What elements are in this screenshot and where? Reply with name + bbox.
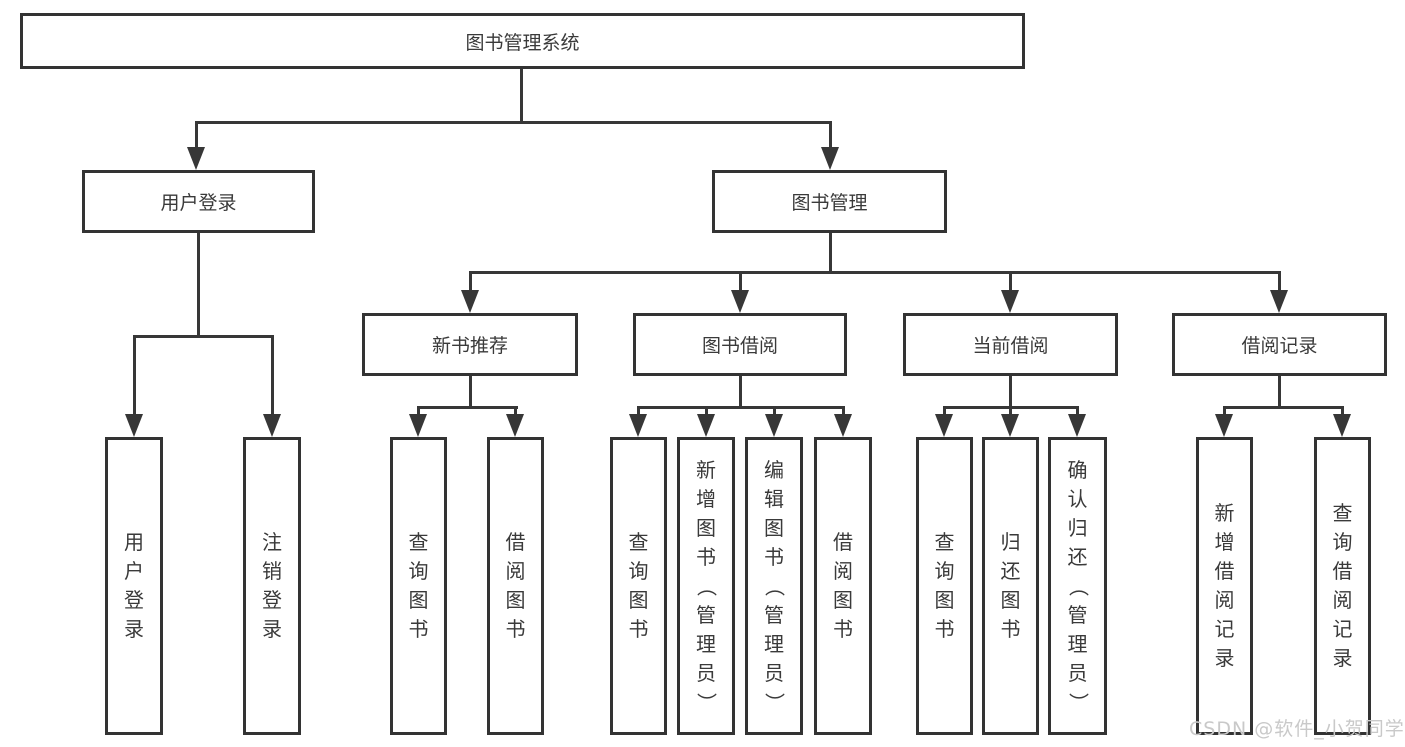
arrowhead-icon — [506, 414, 524, 437]
arrowhead-icon — [1333, 414, 1351, 437]
node-label: 图书管理 — [791, 192, 868, 214]
node-label: 图书借阅 — [701, 335, 778, 357]
connector-line — [469, 271, 472, 292]
node-label: 确认归还（管理员） — [1066, 457, 1090, 713]
arrowhead-icon — [409, 414, 427, 437]
node-leaf-query-books-2: 查询图书 — [610, 437, 667, 735]
connector-user-login-split — [133, 335, 274, 338]
connector-current-borrow-trunk — [1009, 376, 1012, 406]
arrowhead-icon — [1068, 414, 1086, 437]
node-label: 用户登录 — [124, 530, 144, 641]
connector-line — [829, 121, 832, 149]
connector-line — [637, 406, 640, 416]
connector-new-book-split — [417, 406, 518, 409]
node-leaf-borrow-books-1: 借阅图书 — [487, 437, 544, 735]
connector-borrow-records-split — [1223, 406, 1344, 409]
node-label: 新增图书（管理员） — [694, 457, 719, 713]
arrowhead-icon — [263, 414, 281, 437]
node-leaf-query-books-1: 查询图书 — [390, 437, 447, 735]
arrowhead-icon — [935, 414, 953, 437]
node-label: 图书管理系统 — [465, 31, 580, 54]
csdn-watermark: CSDN @软件_小贺同学 — [1189, 718, 1405, 740]
connector-book-borrow-trunk — [739, 376, 742, 406]
connector-line — [1009, 406, 1012, 416]
node-label: 查询图书 — [628, 530, 649, 641]
arrowhead-icon — [1215, 414, 1233, 437]
connector-line — [739, 271, 742, 292]
node-label: 借阅图书 — [833, 530, 853, 641]
node-leaf-query-borrow-record: 查询借阅记录 — [1314, 437, 1371, 735]
node-book-borrowing: 图书借阅 — [633, 313, 847, 376]
arrowhead-icon — [461, 290, 479, 313]
node-leaf-logout: 注销登录 — [243, 437, 301, 735]
arrowhead-icon — [731, 290, 749, 313]
node-label: 当前借阅 — [972, 335, 1049, 357]
arrowhead-icon — [125, 414, 143, 437]
arrowhead-icon — [697, 414, 715, 437]
connector-line — [1223, 406, 1226, 416]
connector-line — [133, 335, 136, 414]
node-label: 注销登录 — [262, 530, 282, 641]
node-label: 归还图书 — [1000, 530, 1021, 641]
node-leaf-return-books: 归还图书 — [982, 437, 1039, 735]
node-user-login: 用户登录 — [82, 170, 315, 233]
node-leaf-add-borrow-record: 新增借阅记录 — [1196, 437, 1253, 735]
connector-root-trunk — [520, 69, 523, 122]
arrowhead-icon — [1270, 290, 1288, 313]
connector-borrow-records-trunk — [1278, 376, 1281, 406]
connector-line — [1009, 271, 1012, 292]
connector-root-split — [195, 121, 832, 124]
connector-line — [271, 335, 274, 414]
connector-line — [773, 406, 776, 416]
arrowhead-icon — [821, 147, 839, 170]
node-borrowing-records: 借阅记录 — [1172, 313, 1387, 376]
connector-book-management-split — [469, 271, 1281, 274]
node-label: 用户登录 — [160, 192, 237, 214]
node-label: 新增借阅记录 — [1214, 501, 1235, 670]
node-label: 借阅记录 — [1241, 335, 1318, 357]
connector-line — [1341, 406, 1344, 416]
node-book-management: 图书管理 — [712, 170, 947, 233]
node-leaf-confirm-return-admin: 确认归还（管理员） — [1048, 437, 1107, 735]
node-label: 查询借阅记录 — [1332, 501, 1353, 670]
arrowhead-icon — [765, 414, 783, 437]
node-label: 新书推荐 — [431, 335, 508, 357]
connector-line — [195, 121, 198, 149]
node-label: 编辑图书（管理员） — [762, 457, 787, 713]
connector-line — [943, 406, 946, 416]
node-label: 查询图书 — [408, 530, 429, 641]
connector-new-book-trunk — [469, 376, 472, 406]
connector-book-borrow-split — [637, 406, 845, 409]
connector-line — [1278, 271, 1281, 292]
node-leaf-query-books-3: 查询图书 — [916, 437, 973, 735]
connector-line — [705, 406, 708, 416]
node-label: 查询图书 — [934, 530, 955, 641]
connector-line — [842, 406, 845, 416]
arrowhead-icon — [1001, 290, 1019, 313]
node-library-management-system: 图书管理系统 — [20, 13, 1025, 69]
arrowhead-icon — [187, 147, 205, 170]
connector-line — [417, 406, 420, 416]
arrowhead-icon — [1001, 414, 1019, 437]
connector-book-management-trunk — [829, 233, 832, 271]
connector-user-login-trunk — [197, 233, 200, 335]
node-label: 借阅图书 — [505, 530, 526, 641]
connector-line — [1076, 406, 1079, 416]
node-new-book-recommend: 新书推荐 — [362, 313, 578, 376]
node-leaf-user-login: 用户登录 — [105, 437, 163, 735]
connector-line — [514, 406, 517, 416]
arrowhead-icon — [834, 414, 852, 437]
node-leaf-borrow-books-2: 借阅图书 — [814, 437, 872, 735]
node-leaf-edit-books-admin: 编辑图书（管理员） — [745, 437, 803, 735]
arrowhead-icon — [629, 414, 647, 437]
node-leaf-add-books-admin: 新增图书（管理员） — [677, 437, 735, 735]
node-current-borrowing: 当前借阅 — [903, 313, 1118, 376]
